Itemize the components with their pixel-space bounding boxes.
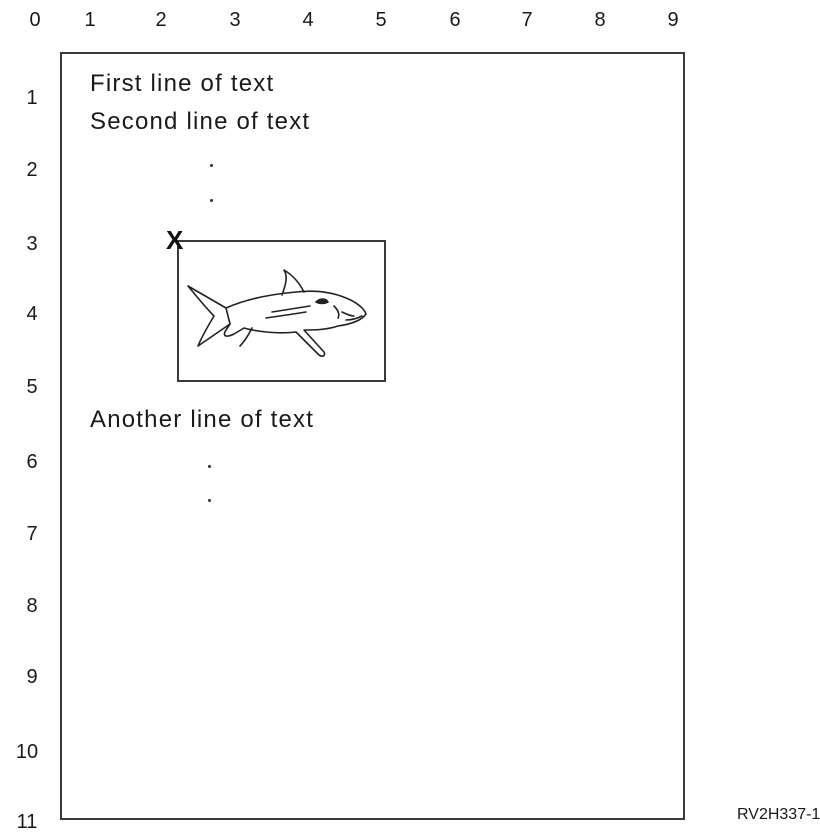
ruler-h-9: 9 [667, 9, 679, 31]
shark-icon [187, 269, 367, 357]
ruler-v-6: 6 [26, 451, 38, 473]
ruler-h-7: 7 [521, 9, 533, 31]
image-frame [177, 240, 386, 382]
ruler-v-4: 4 [26, 303, 38, 325]
ruler-h-8: 8 [594, 9, 606, 31]
ruler-v-9: 9 [26, 666, 38, 688]
continuation-dot [208, 499, 211, 502]
ruler-h-6: 6 [449, 9, 461, 31]
ruler-v-1: 1 [26, 87, 38, 109]
ruler-h-3: 3 [229, 9, 241, 31]
ruler-v-11: 11 [16, 811, 38, 833]
ruler-v-2: 2 [26, 159, 38, 181]
ruler-h-2: 2 [155, 9, 167, 31]
second-text-line: Second line of text [90, 108, 311, 135]
ruler-v-3: 3 [26, 233, 38, 255]
figure-id: RV2H337-1 [737, 806, 820, 823]
ruler-v-7: 7 [26, 523, 38, 545]
ruler-h-4: 4 [302, 9, 314, 31]
page-frame [60, 52, 685, 820]
first-text-line: First line of text [90, 70, 275, 97]
continuation-dot [210, 164, 213, 167]
ruler-v-10: 10 [15, 741, 39, 763]
ruler-h-5: 5 [375, 9, 387, 31]
another-text-line: Another line of text [90, 406, 315, 433]
ruler-h-1: 1 [84, 9, 96, 31]
continuation-dot [210, 199, 213, 202]
continuation-dot [208, 465, 211, 468]
ruler-v-8: 8 [26, 595, 38, 617]
ruler-v-5: 5 [26, 376, 38, 398]
position-marker: X [166, 225, 184, 255]
ruler-h-0: 0 [29, 9, 41, 31]
